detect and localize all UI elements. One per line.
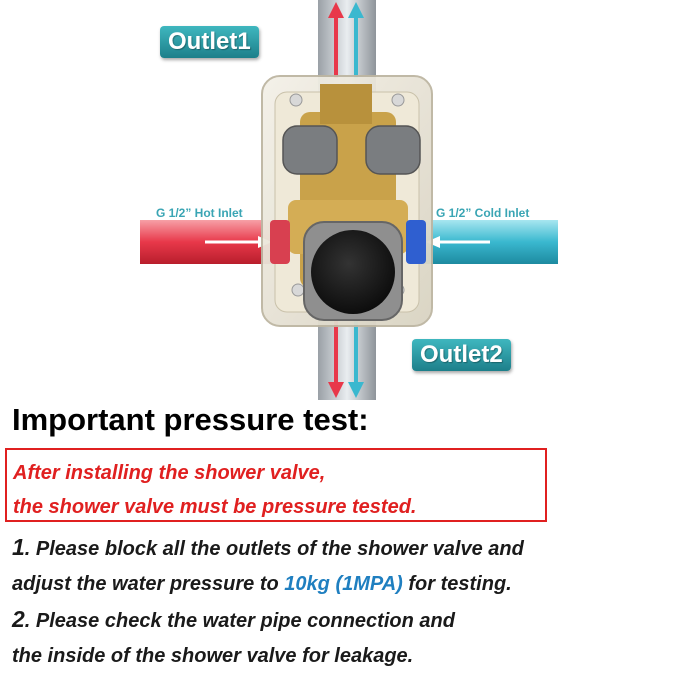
step-2-number: 2 <box>12 606 25 632</box>
shower-valve-diagram: Outlet1 Outlet2 G 1/2” Hot Inlet G 1/2” … <box>140 0 558 400</box>
warning-line-1: After installing the shower valve, <box>13 462 326 484</box>
outlet2-label: Outlet2 <box>412 339 511 371</box>
warning-box: After installing the shower valve, the s… <box>5 448 547 522</box>
outlet1-arrows <box>328 2 364 78</box>
valve-illustration <box>140 0 558 400</box>
step-1-text: . Please block all the outlets of the sh… <box>24 538 524 560</box>
hot-inlet-label: G 1/2” Hot Inlet <box>156 206 243 220</box>
step-1-text-start: adjust the water pressure to <box>12 573 285 595</box>
step-2-line-2: the inside of the shower valve for leaka… <box>12 639 524 674</box>
instructions: 1. Please block all the outlets of the s… <box>12 530 524 674</box>
pressure-value: 10kg (1MPA) <box>284 573 403 595</box>
diverter-cartridges <box>282 125 421 175</box>
step-2-line-1: 2. Please check the water pipe connectio… <box>12 602 524 639</box>
pressure-test-heading: Important pressure test: <box>12 402 369 437</box>
step-2-text-2: the inside of the shower valve for leaka… <box>12 645 414 667</box>
step-1-line-1: 1. Please block all the outlets of the s… <box>12 530 524 567</box>
cold-connector <box>406 220 426 264</box>
warning-line-2: the shower valve must be pressure tested… <box>13 496 417 518</box>
step-1-number: 1 <box>12 534 25 560</box>
outlet2-arrows <box>328 318 364 398</box>
step-1-text-end: for testing. <box>402 573 512 595</box>
step-1-line-2: adjust the water pressure to 10kg (1MPA)… <box>12 567 524 602</box>
mixer-knob <box>303 221 403 321</box>
step-2-text: . Please check the water pipe connection… <box>24 610 455 632</box>
cold-inlet-label: G 1/2” Cold Inlet <box>436 206 530 220</box>
hot-connector <box>270 220 290 264</box>
outlet1-label: Outlet1 <box>160 26 259 58</box>
